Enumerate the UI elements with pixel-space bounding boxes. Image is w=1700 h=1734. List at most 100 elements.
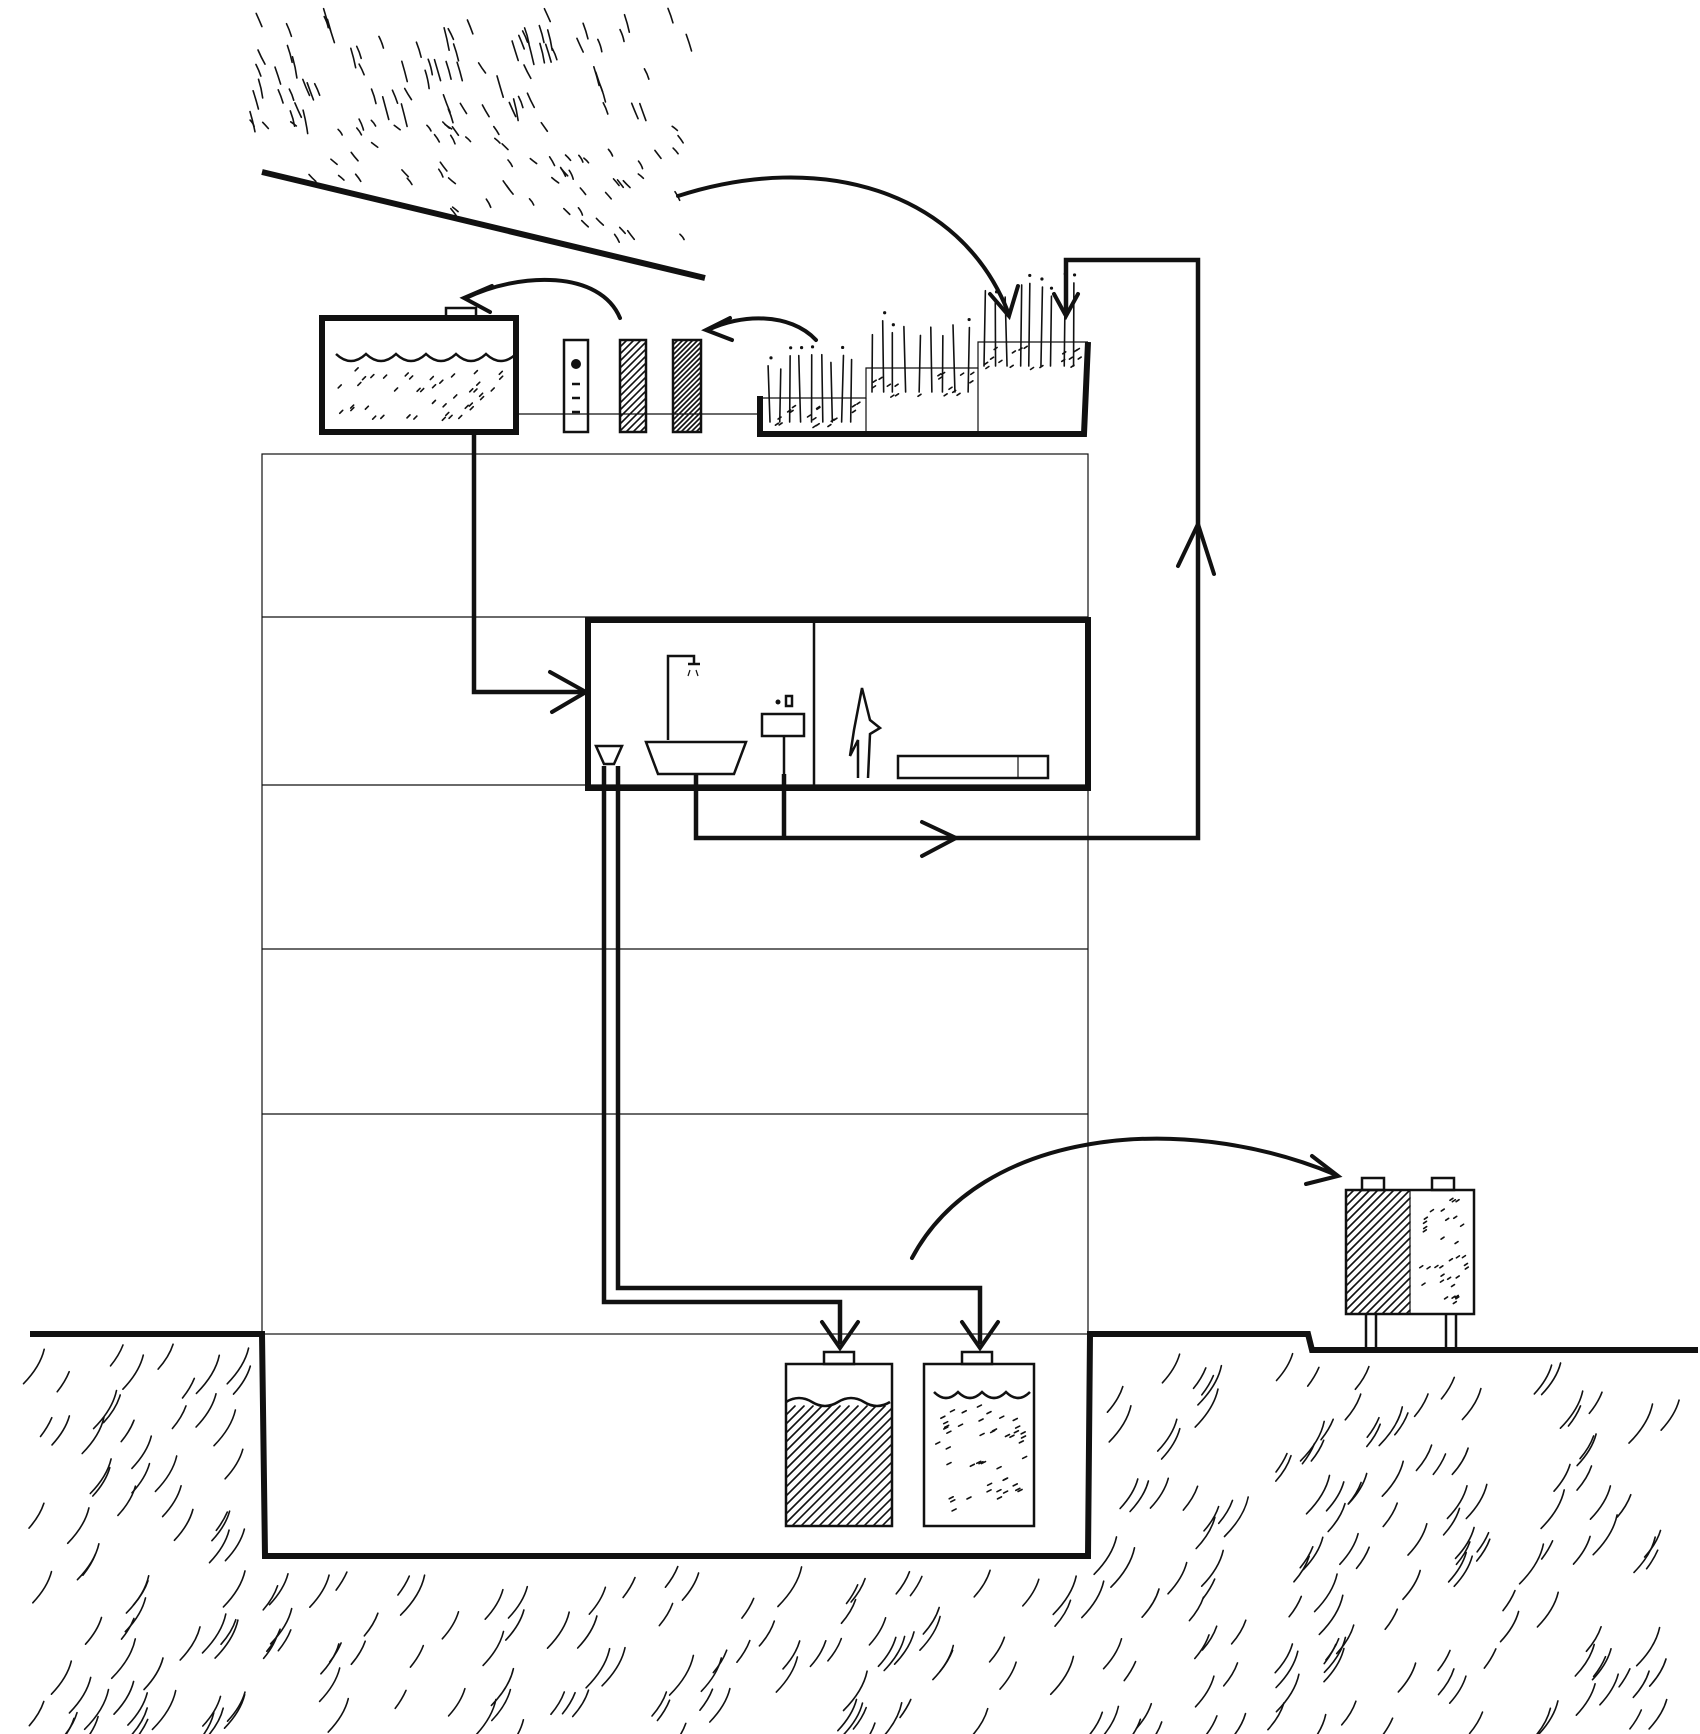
raindrop: [528, 198, 535, 206]
soil-stroke: [1518, 1543, 1545, 1585]
soil-stroke: [1223, 1496, 1249, 1538]
soil-speck: [1077, 356, 1082, 360]
water-speck: [942, 1426, 949, 1430]
soil-stroke: [202, 1695, 222, 1727]
raindrop: [356, 127, 363, 136]
filter-hatch: [619, 348, 647, 376]
filter-hatch: [672, 401, 702, 431]
filter-hatch: [619, 339, 642, 362]
filter-hatch: [632, 418, 647, 433]
water-speck: [475, 381, 481, 386]
water-speck: [350, 406, 355, 412]
soil-stroke: [1540, 1362, 1562, 1396]
sludge-hatch: [854, 1488, 893, 1527]
compost-speck: [1451, 1198, 1457, 1203]
compost-speck: [1422, 1229, 1428, 1233]
unit-hatch: [1373, 1277, 1411, 1315]
water-speck: [450, 373, 456, 378]
soil-stroke: [922, 1606, 940, 1635]
soil-stroke: [1106, 1385, 1124, 1413]
filter-hatch: [672, 371, 702, 401]
water-speck: [380, 414, 385, 420]
raindrop: [322, 7, 332, 32]
compost-speck: [1454, 1294, 1460, 1299]
soil-stroke: [651, 1691, 668, 1717]
filter-hatch: [619, 355, 647, 383]
compost-speck: [1434, 1264, 1439, 1269]
soil-stroke: [50, 1660, 73, 1695]
reed-stem: [918, 334, 922, 393]
raindrop: [529, 157, 538, 165]
raindrop: [622, 179, 631, 189]
water-speck: [969, 1463, 976, 1468]
soil-stroke: [1054, 1599, 1072, 1627]
soil-stroke: [1475, 1538, 1491, 1562]
ground: [22, 1331, 1698, 1734]
raindrop: [466, 19, 474, 35]
water-speck: [473, 369, 479, 375]
water-speck: [473, 388, 478, 393]
water-speck: [946, 1461, 952, 1466]
raindrop: [602, 102, 609, 115]
soil-stroke: [1182, 1485, 1199, 1511]
soil-stroke: [1572, 1535, 1591, 1565]
soil-stroke: [1468, 1711, 1484, 1734]
raindrop: [313, 82, 321, 97]
soil-stroke: [208, 1529, 230, 1564]
raindrop: [507, 159, 514, 168]
soil-stroke: [269, 1607, 293, 1645]
soil-stroke: [22, 1348, 45, 1385]
raindrop: [626, 229, 636, 241]
water-speck: [364, 405, 370, 411]
soil-stroke: [1327, 1502, 1346, 1533]
soil-stroke: [195, 1393, 217, 1428]
soil-speck: [1075, 347, 1081, 352]
soil-stroke: [131, 1435, 153, 1470]
soil-speck: [983, 361, 989, 366]
soil-stroke: [1197, 1364, 1223, 1406]
water-speck: [996, 1465, 1002, 1470]
soil-stroke: [226, 1691, 246, 1722]
soil-stroke: [120, 1617, 135, 1640]
water-speck: [979, 1432, 985, 1437]
raindrop: [355, 45, 363, 60]
soil-stroke: [28, 1502, 45, 1529]
soil-stroke: [827, 1637, 843, 1662]
reed-stem: [820, 353, 824, 423]
water-speck: [1017, 1488, 1023, 1493]
water-speck: [479, 395, 485, 401]
soil-stroke: [335, 1571, 348, 1591]
soil-stroke: [656, 1699, 671, 1722]
soil-stroke: [1299, 1420, 1325, 1462]
soil-stroke: [700, 1657, 723, 1693]
soil-stroke: [181, 1377, 196, 1399]
soil-stroke: [1645, 1549, 1659, 1570]
soil-stroke: [668, 1654, 695, 1696]
soil-stroke: [1575, 1683, 1596, 1716]
water-speck: [940, 1415, 946, 1420]
rain: [249, 7, 693, 244]
filter-hatch: [639, 425, 647, 433]
filter-hatch: [672, 396, 702, 426]
reed-stem: [983, 289, 987, 367]
raindrop: [252, 90, 260, 110]
soil-stroke: [309, 1574, 330, 1608]
raindrop: [378, 35, 385, 49]
filter-hatch: [619, 397, 647, 425]
filter-hatch: [619, 339, 635, 355]
water-speck: [404, 372, 410, 377]
soil-speck: [894, 392, 900, 397]
water-speck: [1004, 1433, 1011, 1438]
water-speck: [452, 394, 458, 399]
compost-speck: [1443, 1296, 1449, 1300]
raindrop: [579, 187, 587, 196]
compost-speck: [1439, 1279, 1445, 1283]
soil-speck: [856, 401, 861, 405]
reed-seed: [891, 323, 895, 327]
reed-seed: [1028, 273, 1032, 278]
filter-hatch: [619, 383, 647, 411]
water-speck: [498, 370, 504, 376]
soil-stroke: [1648, 1698, 1668, 1730]
reed-stem: [967, 326, 971, 393]
soil-stroke: [909, 1575, 923, 1597]
